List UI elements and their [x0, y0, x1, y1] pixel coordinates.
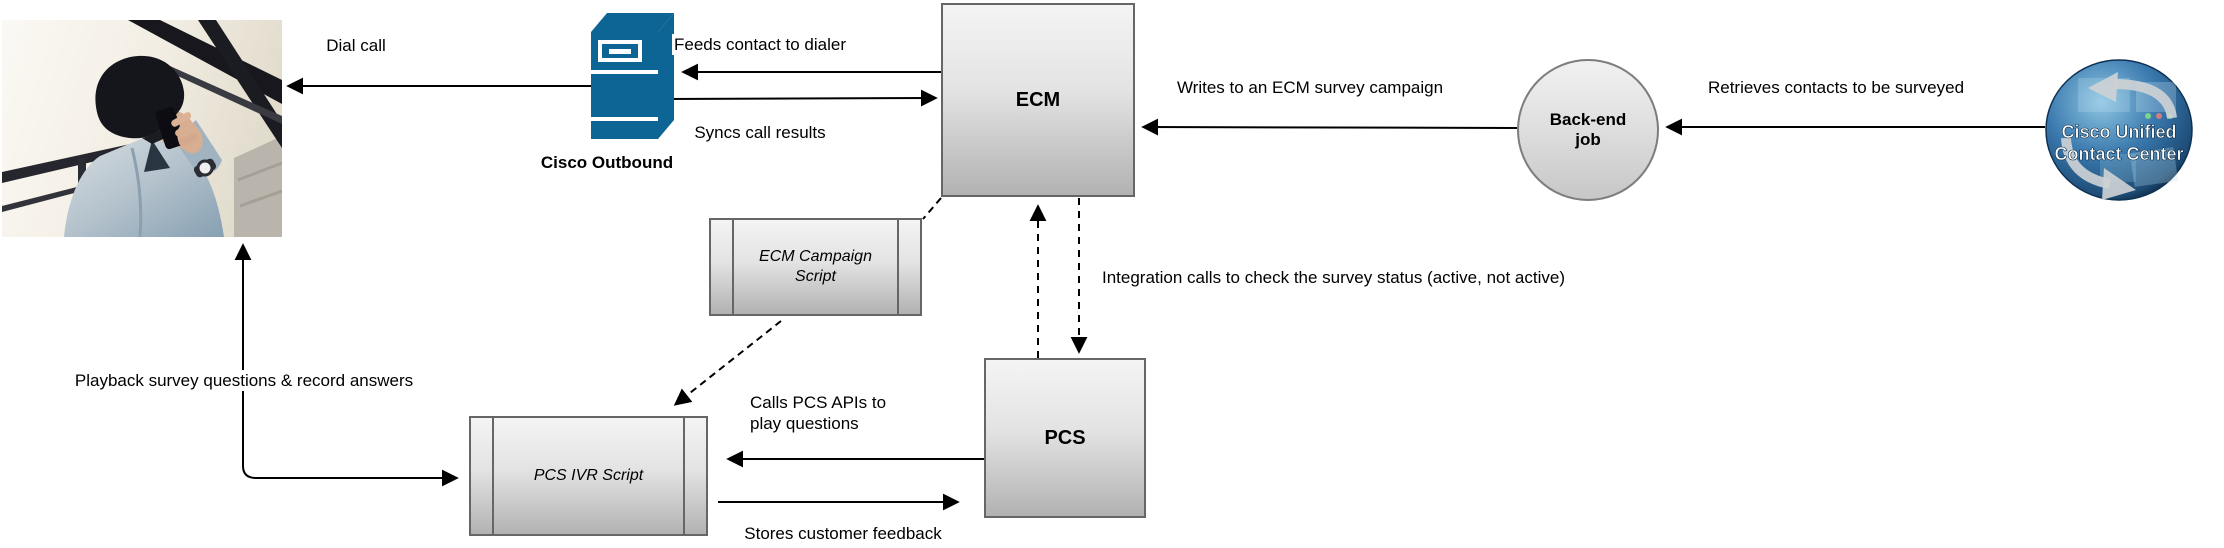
syncs-results-label: Syncs call results: [692, 122, 828, 143]
edge-writes-campaign: [1141, 118, 1518, 136]
server-icon: [591, 13, 674, 139]
dial-call-label: Dial call: [324, 35, 388, 56]
ecm-label: ECM: [1015, 88, 1061, 111]
pcs-label: PCS: [1044, 426, 1086, 449]
cisco-outbound-label: Cisco Outbound: [540, 153, 674, 172]
globe-icon: Cisco Unified Contact Center: [2045, 59, 2193, 201]
playback-record-label: Playback survey questions & record answe…: [72, 370, 416, 391]
writes-campaign-label: Writes to an ECM survey campaign: [1174, 77, 1446, 98]
node-ecm-campaign-script: ECM Campaign Script: [709, 218, 922, 316]
edge-script-to-ivr: [673, 320, 782, 406]
edge-playback-record: [234, 243, 459, 487]
node-backend-job: Back-end job: [1517, 59, 1659, 201]
calls-pcs-apis-label: Calls PCS APIs to play questions: [748, 392, 889, 434]
node-pcs-ivr-script: PCS IVR Script: [469, 416, 708, 536]
edge-syncs-results: [664, 89, 938, 107]
globe-label-line2: Contact Center: [2054, 144, 2183, 164]
ecm-campaign-script-label: ECM Campaign Script: [759, 248, 872, 285]
globe-label-line1: Cisco Unified: [2061, 122, 2176, 142]
backend-job-label: Back-end job: [1549, 110, 1627, 149]
integration-calls-label: Integration calls to check the survey st…: [1100, 267, 1567, 288]
pcs-ivr-script-label: PCS IVR Script: [533, 467, 644, 484]
retrieves-contacts-label: Retrieves contacts to be surveyed: [1705, 77, 1967, 98]
stores-feedback-label: Stores customer feedback: [742, 523, 944, 544]
feeds-contact-label: Feeds contact to dialer: [672, 34, 848, 55]
node-pcs: PCS: [984, 358, 1146, 518]
node-ecm: ECM: [941, 3, 1135, 197]
edge-ecm-to-script: [922, 197, 942, 220]
customer-photo: [2, 20, 282, 237]
